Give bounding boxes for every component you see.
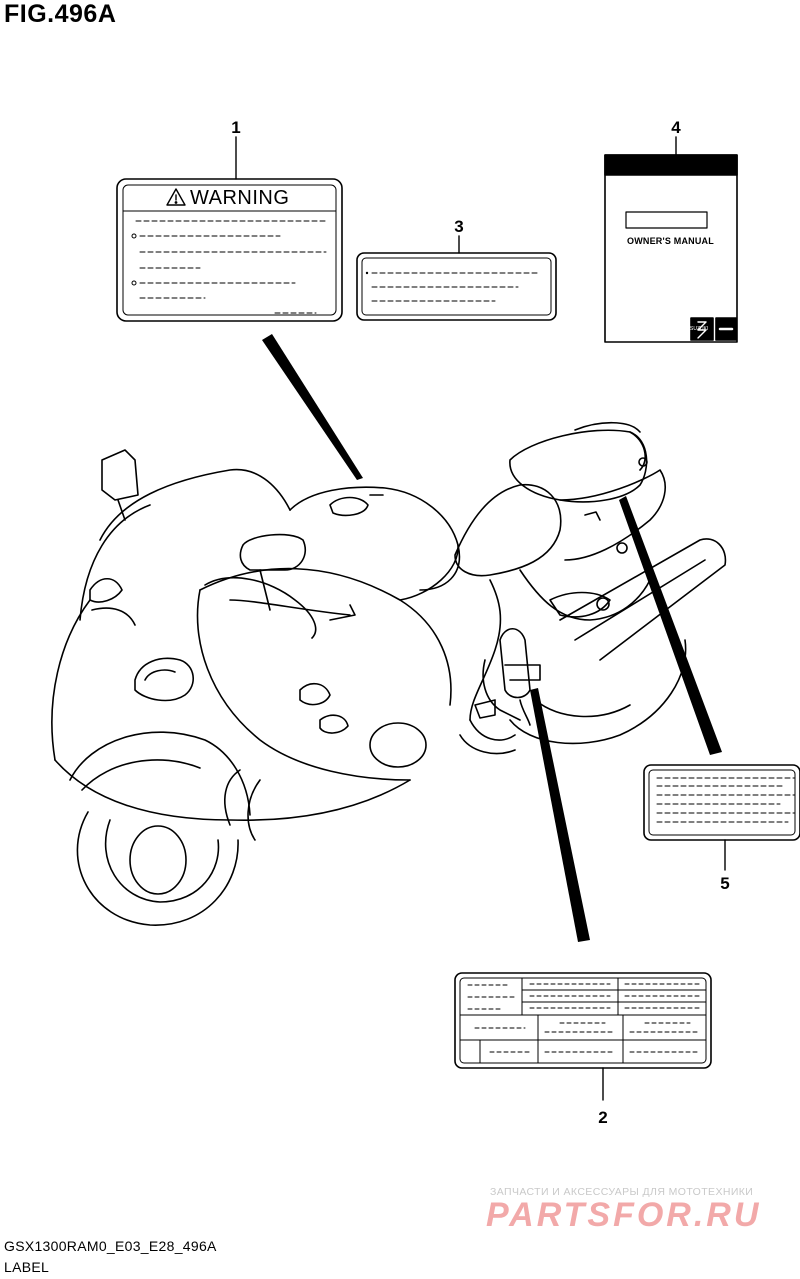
callout-3: 3 (454, 217, 464, 236)
warning-label[interactable] (116, 178, 343, 322)
watermark-logo: PARTSFOR.RU (486, 1196, 762, 1234)
callout-2: 2 (598, 1108, 608, 1127)
pointer-to-tail-label (619, 496, 722, 755)
info-label[interactable] (356, 252, 557, 321)
pointer-to-tank (262, 334, 363, 480)
warning-triangle-icon (166, 188, 186, 206)
callout-5: 5 (720, 874, 730, 893)
callout-1: 1 (231, 118, 241, 137)
model-code: GSX1300RAM0_E03_E28_496A (4, 1238, 217, 1254)
pointer-to-frame-label (530, 688, 590, 942)
warning-heading: WARNING (190, 187, 290, 209)
callout-4: 4 (671, 118, 681, 137)
figure-title: FIG.496A (4, 0, 117, 28)
brand-mark: SUZUKI (690, 326, 709, 332)
suzuki-logo-icon (697, 321, 707, 339)
watermark-caption: ЗАПЧАСТИ И АКСЕССУАРЫ ДЛЯ МОТОТЕХНИКИ (490, 1186, 754, 1198)
section-name: LABEL (4, 1259, 50, 1275)
spec-table-label[interactable] (454, 972, 712, 1069)
tail-label[interactable] (643, 764, 800, 841)
manual-title: OWNER'S MANUAL (627, 236, 714, 246)
owners-manual[interactable] (604, 154, 738, 343)
